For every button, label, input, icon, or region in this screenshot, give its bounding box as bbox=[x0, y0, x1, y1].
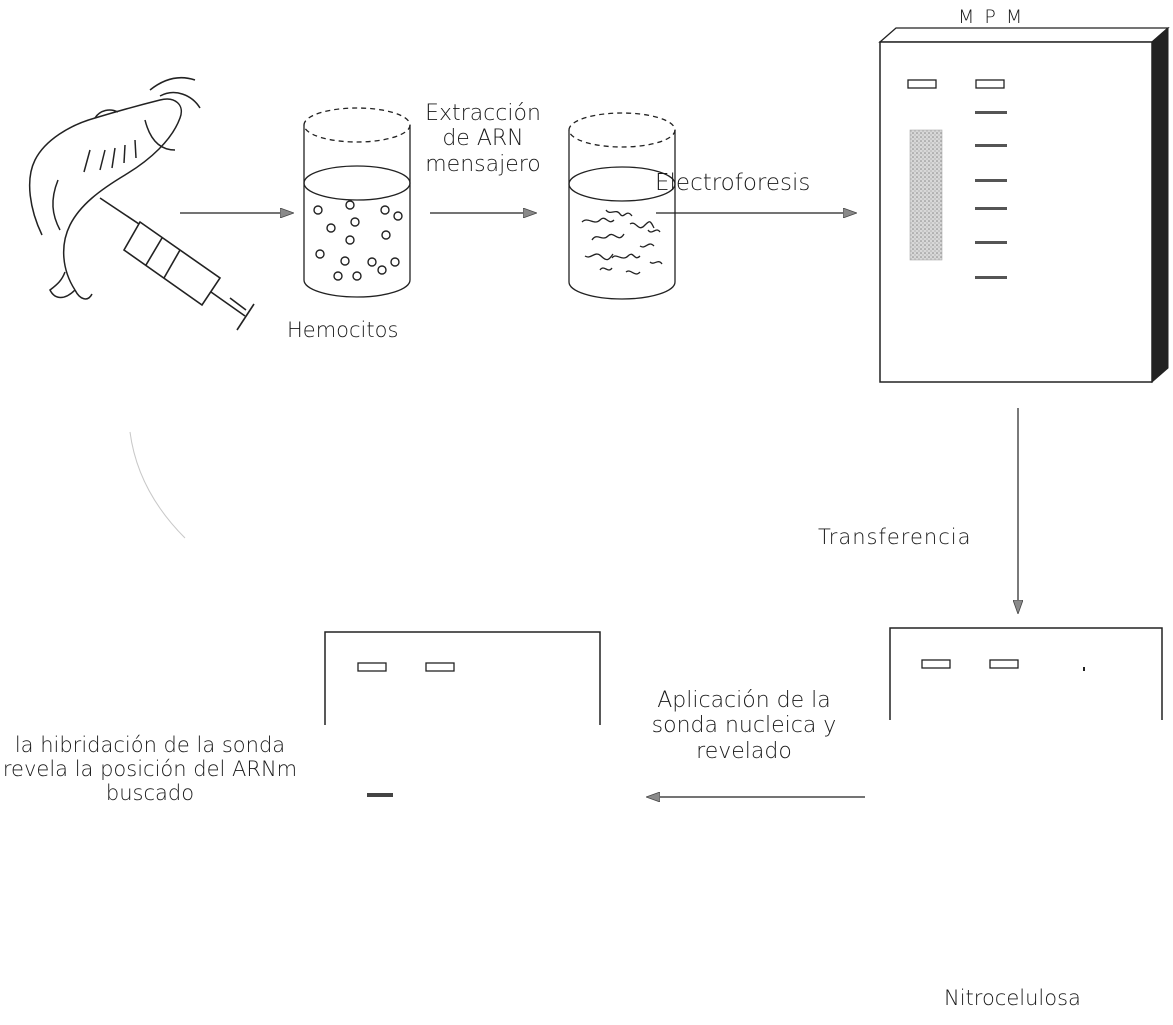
extraction-line: Extracción bbox=[425, 101, 541, 126]
transfer-label: Transferencia bbox=[818, 525, 972, 549]
beaker-icon bbox=[568, 112, 676, 300]
syringe-icon bbox=[99, 197, 255, 331]
result-line: buscado bbox=[105, 781, 195, 806]
nitrocellulose-label: Nitrocelulosa bbox=[944, 986, 1081, 1010]
mpm-label: M P M bbox=[958, 6, 1025, 28]
extraction-line: de ARN bbox=[442, 126, 524, 152]
result-line: revela la posición del ARNm bbox=[2, 757, 298, 782]
probe-line: revelado bbox=[696, 738, 792, 764]
result-line: la hibridación de la sonda bbox=[14, 733, 286, 757]
probe-line: Aplicación de la bbox=[657, 688, 831, 713]
probe-line: sonda nucleica y bbox=[651, 713, 837, 739]
electrophoresis-label: Electroforesis bbox=[655, 170, 811, 196]
beaker-icon bbox=[303, 107, 411, 298]
hemocytes-label: Hemocitos bbox=[287, 318, 399, 342]
gel-plate-icon bbox=[878, 26, 1170, 384]
extraction-line: mensajero bbox=[425, 151, 541, 177]
membrane-icon bbox=[889, 627, 1163, 720]
result-label: la hibridación de la sonda revela la pos… bbox=[0, 733, 320, 805]
shrimp-icon bbox=[28, 77, 201, 300]
probe-label: Aplicación de la sonda nucleica y revela… bbox=[630, 688, 858, 764]
extraction-label: Extracción de ARN mensajero bbox=[408, 101, 558, 177]
membrane-icon bbox=[324, 631, 601, 797]
